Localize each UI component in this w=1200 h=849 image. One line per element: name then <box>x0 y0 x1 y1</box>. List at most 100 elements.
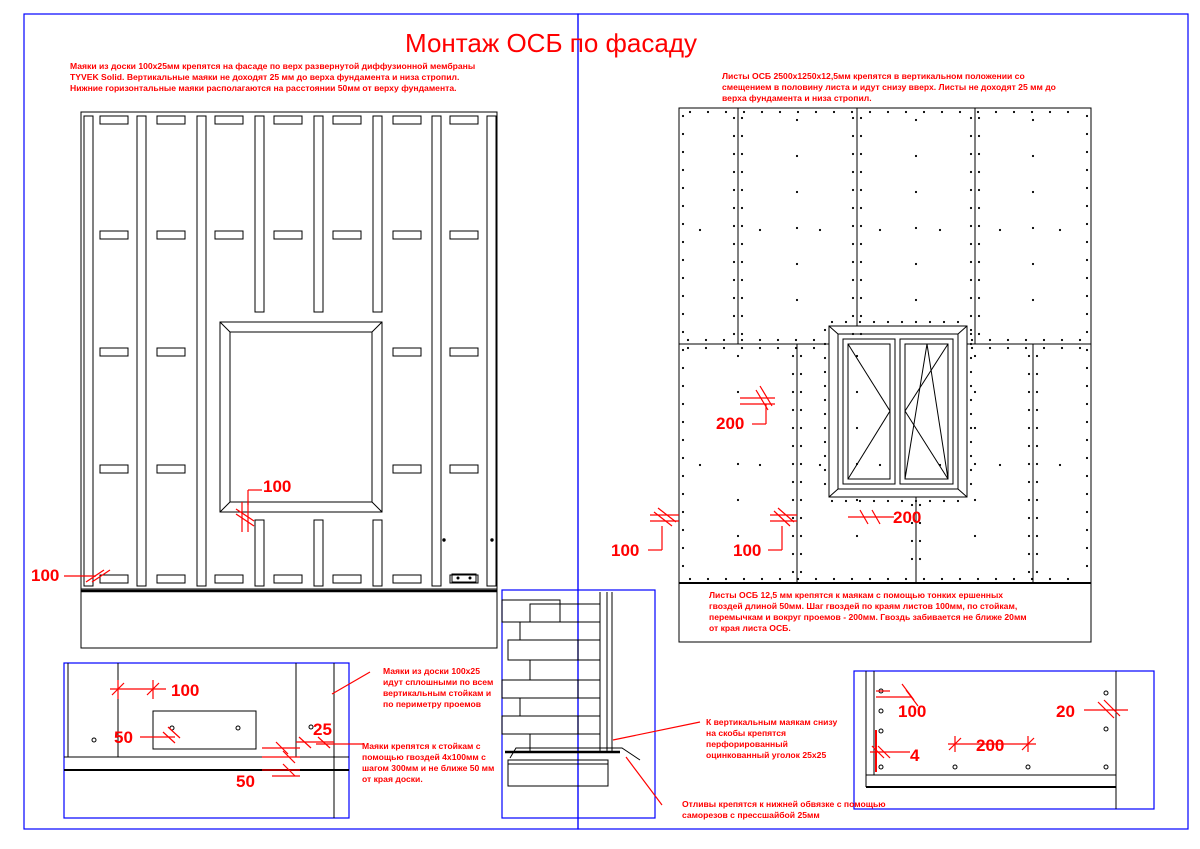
nail-dot <box>832 110 836 114</box>
nail-dot <box>1085 114 1089 118</box>
nail-dot <box>851 116 855 120</box>
dim-detail-left-50b: 50 <box>236 772 255 791</box>
note-drip-edge: Отливы крепятся к нижней обвязке с помощ… <box>682 799 886 820</box>
nail-dot <box>988 338 992 342</box>
nail-dot <box>858 320 862 324</box>
note-detail-nails: Маяки крепятся к стойкам с помощью гвозд… <box>362 741 495 784</box>
nail-dot <box>969 224 973 228</box>
nail-dot <box>823 440 827 444</box>
nail-dot <box>851 134 855 138</box>
nail-dot <box>988 346 992 350</box>
nail-dot <box>740 338 744 342</box>
nail-dot <box>1035 498 1039 502</box>
nail-dot <box>706 110 710 114</box>
nail-dot <box>1085 330 1089 334</box>
nail-dot <box>855 498 859 502</box>
nail-dot <box>1085 186 1089 190</box>
nail-dot <box>1085 276 1089 280</box>
nail-dot <box>681 456 685 460</box>
dim-right-100-left: 100 <box>611 541 640 560</box>
nail-dot <box>855 390 859 394</box>
nail-dot <box>791 408 795 412</box>
nail-dot <box>1035 444 1039 448</box>
vertical-battens <box>83 115 497 587</box>
nail-dot <box>736 534 740 538</box>
dim-detail-left-100: 100 <box>171 681 200 700</box>
nail-dot <box>799 444 803 448</box>
nail-dot <box>681 492 685 496</box>
nail-dot <box>938 463 942 467</box>
nail-dot <box>922 577 926 581</box>
nail-dot <box>1085 204 1089 208</box>
nail-dot <box>732 134 736 138</box>
nail-dot <box>868 577 872 581</box>
left-elevation-dimensions <box>64 489 262 583</box>
nail-dot <box>938 228 942 232</box>
nail-dot <box>1031 226 1035 230</box>
nail-dot <box>740 314 744 318</box>
nail-dot <box>940 577 944 581</box>
nail-dot <box>799 372 803 376</box>
note-perforated-angle: К вертикальным маякам снизу на скобы кре… <box>706 717 838 760</box>
nail-dot <box>799 480 803 484</box>
nail-dot <box>1085 456 1089 460</box>
nail-dot <box>1035 462 1039 466</box>
nail-dot <box>760 110 764 114</box>
nail-dot <box>791 390 795 394</box>
nail-dot <box>796 110 800 114</box>
nail-dot <box>973 390 977 394</box>
detail-left <box>63 662 371 819</box>
nail-dot <box>823 328 827 332</box>
nail-dot <box>1048 110 1052 114</box>
nail-dot <box>791 426 795 430</box>
nail-dot <box>1085 510 1089 514</box>
nail-dot <box>977 116 981 120</box>
nail-dot <box>914 226 918 230</box>
nail-dot <box>1031 118 1035 122</box>
nail-dot <box>823 356 827 360</box>
nail-dot <box>969 454 973 458</box>
nail-dot <box>1027 390 1031 394</box>
nail-dot <box>740 206 744 210</box>
nail-dot <box>886 110 890 114</box>
nail-dot <box>855 534 859 538</box>
nail-dot <box>973 354 977 358</box>
nail-dot <box>736 390 740 394</box>
nail-dot <box>918 539 922 543</box>
nail-dot <box>799 552 803 556</box>
nail-dot <box>776 346 780 350</box>
dim-left-window: 100 <box>263 477 292 496</box>
nail-dot <box>1085 258 1089 262</box>
nail-dot <box>859 296 863 300</box>
dim-detail-right-100: 100 <box>898 702 927 721</box>
nail-dot <box>1027 408 1031 412</box>
dim-detail-right-4: 4 <box>910 746 920 765</box>
nail-dot <box>969 398 973 402</box>
nail-dot <box>918 521 922 525</box>
nail-dot <box>1066 110 1070 114</box>
nail-dot <box>742 110 746 114</box>
nail-dot <box>823 342 827 346</box>
nail-dot <box>1024 346 1028 350</box>
nail-dot <box>1085 564 1089 568</box>
nail-dot <box>977 170 981 174</box>
nail-dot <box>732 188 736 192</box>
nail-dot <box>956 320 960 324</box>
nail-dot <box>859 170 863 174</box>
nail-dot <box>799 534 803 538</box>
nail-dot <box>914 262 918 266</box>
nail-dot <box>681 438 685 442</box>
nail-dot <box>969 384 973 388</box>
nail-dot <box>823 482 827 486</box>
nail-dot <box>851 170 855 174</box>
nail-dot <box>1060 346 1064 350</box>
nail-dot <box>1042 346 1046 350</box>
nail-dot <box>681 546 685 550</box>
nail-dot <box>732 278 736 282</box>
nail-dot <box>969 242 973 246</box>
nail-dot <box>791 498 795 502</box>
nail-dot <box>998 228 1002 232</box>
nail-dot <box>1027 498 1031 502</box>
nail-dot <box>795 226 799 230</box>
nail-dot <box>823 398 827 402</box>
